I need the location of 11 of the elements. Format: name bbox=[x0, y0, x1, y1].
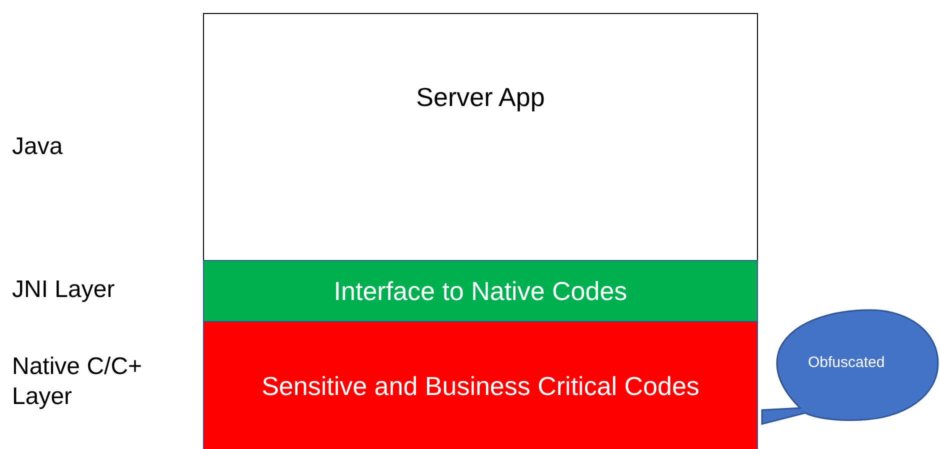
speech-bubble bbox=[760, 308, 940, 426]
layer-title: Interface to Native Codes bbox=[334, 276, 628, 306]
layer-title: Sensitive and Business Critical Codes bbox=[262, 370, 700, 402]
bubble-text: Obfuscated bbox=[808, 354, 885, 371]
layer-label: JNI Layer bbox=[12, 275, 116, 305]
layer-label: Native C/C+ Layer bbox=[12, 352, 144, 412]
layer-label: Java bbox=[12, 132, 64, 162]
layer-box bbox=[203, 260, 758, 322]
layer-box bbox=[203, 13, 758, 261]
layer-title: Server App bbox=[416, 82, 545, 112]
layer-box bbox=[203, 321, 758, 449]
